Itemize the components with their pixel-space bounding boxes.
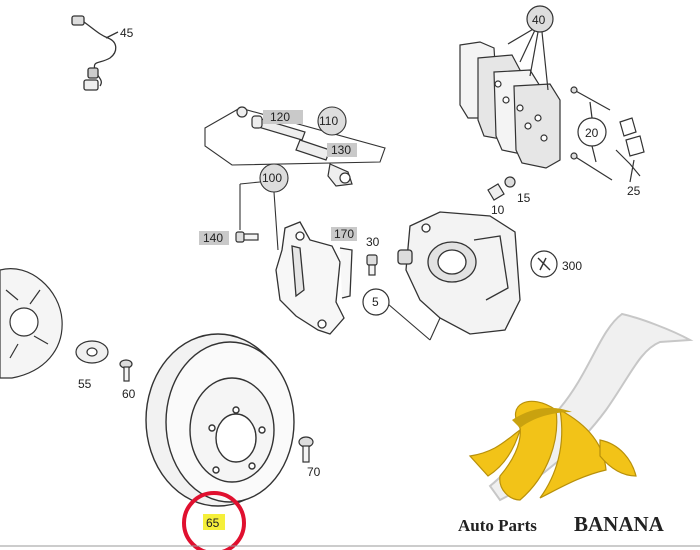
leader-lines-5	[387, 303, 441, 341]
label-110: 110	[319, 114, 338, 128]
label-45: 45	[120, 26, 134, 40]
brand-name: BANANA	[574, 512, 665, 536]
label-40: 40	[532, 13, 546, 27]
label-5: 5	[372, 295, 379, 309]
label-140: 140	[203, 231, 223, 245]
label-30: 30	[366, 235, 380, 249]
washer-part-55[interactable]	[75, 340, 109, 364]
label-65: 65	[206, 516, 220, 530]
label-box-170	[331, 227, 357, 241]
brand-prefix: Auto Parts	[458, 516, 537, 535]
label-70: 70	[307, 465, 321, 479]
leader-lines-100	[239, 181, 279, 251]
highlight-circle	[182, 491, 246, 550]
label-10: 10	[491, 203, 505, 217]
label-25: 25	[627, 184, 641, 198]
label-55: 55	[78, 377, 92, 391]
callout-bubble-20	[577, 117, 607, 147]
label-60: 60	[122, 387, 136, 401]
label-120: 120	[270, 110, 290, 124]
brand-logo: Auto Parts BANANA	[458, 312, 694, 536]
retaining-pins-part-20[interactable]	[570, 86, 613, 181]
callout-bubble-110	[317, 106, 347, 136]
screw-part-70[interactable]	[298, 436, 314, 463]
screw-part-60[interactable]	[119, 359, 133, 382]
bleeder-screw-part-10[interactable]	[487, 183, 505, 201]
label-300: 300	[562, 259, 582, 273]
brake-pads-part-40[interactable]	[459, 27, 561, 169]
label-100: 100	[262, 171, 282, 185]
label-170: 170	[334, 227, 354, 241]
mounting-bolt-part-30[interactable]	[366, 254, 378, 276]
service-note-part-300[interactable]	[530, 250, 558, 278]
caliper-housing-part-5[interactable]	[397, 211, 521, 335]
bolt-part-140[interactable]	[235, 231, 259, 243]
bleeder-cap-part-15[interactable]	[504, 176, 516, 188]
wear-sensor-part-45[interactable]	[71, 15, 119, 91]
wrench-icon	[537, 257, 551, 271]
callout-bubble-5	[362, 288, 390, 316]
label-box-120	[263, 110, 303, 124]
label-20: 20	[585, 126, 599, 140]
brake-disc-part-65[interactable]	[145, 333, 295, 507]
label-15: 15	[517, 191, 531, 205]
dust-shield[interactable]	[0, 268, 63, 379]
label-box-140	[199, 231, 229, 245]
label-highlight-65	[203, 514, 225, 530]
label-box-130	[327, 143, 357, 157]
label-130: 130	[331, 143, 351, 157]
callout-bubble-40	[526, 5, 554, 33]
caliper-bracket-part-170[interactable]	[275, 221, 353, 335]
banana-icon	[468, 312, 694, 502]
anti-rattle-spring-part-25[interactable]	[615, 117, 645, 183]
